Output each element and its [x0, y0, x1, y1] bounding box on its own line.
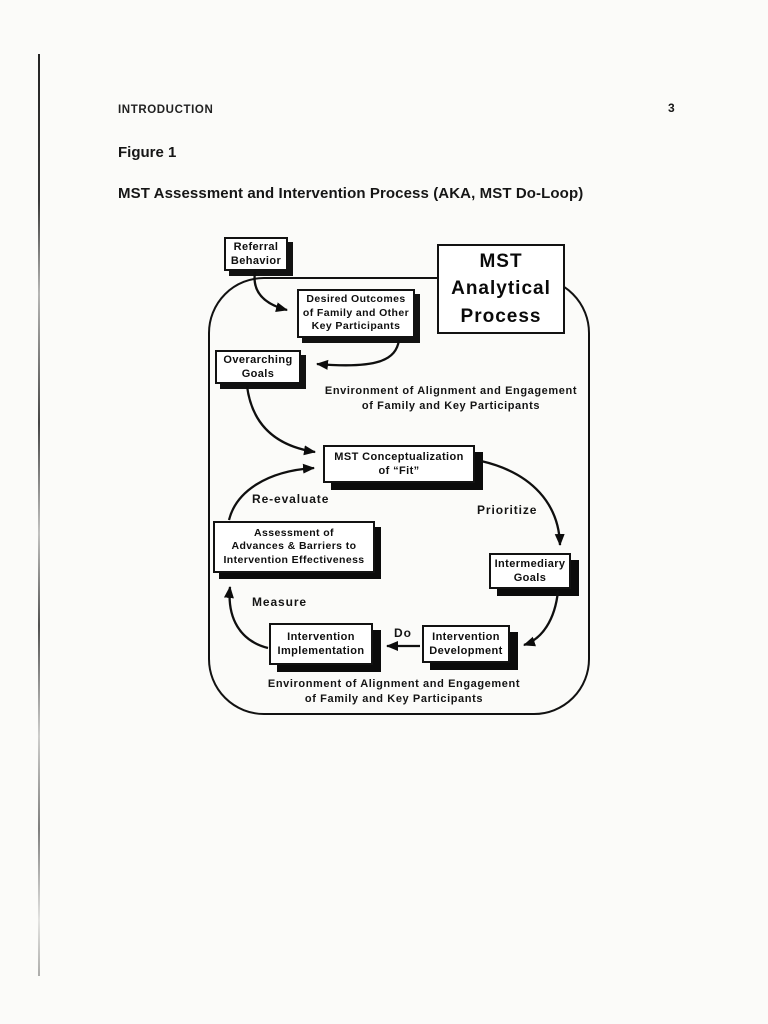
label-do: Do — [394, 626, 412, 640]
node-intervention-implementation: Intervention Implementation — [269, 623, 373, 665]
node-desired-outcomes: Desired Outcomes of Family and Other Key… — [297, 289, 415, 338]
page-number: 3 — [668, 101, 675, 115]
env-text-bottom: Environment of Alignment and Engagement … — [267, 678, 521, 705]
label-prioritize: Prioritize — [477, 503, 538, 517]
label-measure: Measure — [252, 595, 307, 609]
node-mst-conceptualization-of-fit: MST Conceptualization of “Fit” — [323, 445, 475, 483]
scan-artifact-line — [38, 54, 40, 976]
do-loop-boundary — [208, 277, 590, 715]
node-referral-behavior: Referral Behavior — [224, 237, 288, 271]
node-intervention-development: Intervention Development — [422, 625, 510, 663]
figure-caption: MST Assessment and Intervention Process … — [118, 185, 584, 202]
figure-label: Figure 1 — [118, 144, 177, 161]
node-intermediary-goals: Intermediary Goals — [489, 553, 571, 589]
env-text-top: Environment of Alignment and Engagement … — [324, 385, 578, 412]
node-mst-analytical-process: MST Analytical Process — [437, 244, 565, 334]
node-assessment-advances-barriers: Assessment of Advances & Barriers to Int… — [213, 521, 375, 573]
label-re-evaluate: Re-evaluate — [252, 492, 330, 506]
page-header: INTRODUCTION — [118, 104, 214, 116]
node-overarching-goals: Overarching Goals — [215, 350, 301, 384]
